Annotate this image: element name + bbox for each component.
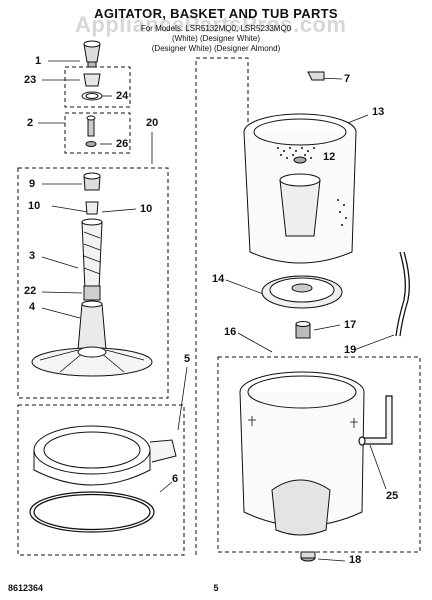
callout-22: 22 [24,285,37,297]
tub-icon [239,371,365,536]
drain-pipe-icon [358,395,393,446]
callout-2: 2 [27,117,34,129]
callout-1: 1 [35,55,42,67]
callout-9: 9 [29,178,36,190]
page-title: AGITATOR, BASKET AND TUB PARTS [94,6,338,21]
callout-17: 17 [344,319,357,331]
callout-19: 19 [344,344,357,356]
callout-18: 18 [349,554,362,566]
callout-24: 24 [116,90,129,102]
callout-10-right: 10 [140,203,153,215]
callout-13: 13 [372,106,385,118]
spline-icon [295,321,311,339]
basket-icon [243,113,357,264]
callout-12: 12 [323,151,336,163]
connector-dashed [195,57,249,555]
callout-23: 23 [24,74,37,86]
callout-16: 16 [224,326,237,338]
model-variants-line: (White) (Designer White) [171,34,260,43]
callout-10-left: 10 [28,200,41,212]
drive-hub-icon [261,275,343,309]
hose-icon [395,251,410,337]
callout-3: 3 [29,250,36,262]
group-box-23-24 [64,66,131,108]
nut-icon [293,156,307,164]
callout-14: 14 [212,273,225,285]
callout-20: 20 [146,117,159,129]
group-box-5 [17,404,185,556]
balance-ring-icon [33,425,177,486]
diagram-code: 8612364 [8,583,44,593]
cam-icon [81,73,103,101]
agitator-cap-icon [83,40,101,68]
clip-icon [307,71,325,81]
group-box-16 [217,356,421,553]
callout-25: 25 [386,490,399,502]
bolt-icon [85,115,97,147]
callout-6: 6 [172,473,179,485]
gasket-icon [29,491,155,533]
group-box-2-26 [64,112,131,154]
callout-7: 7 [344,73,351,85]
agitator-icon [31,172,153,377]
callout-4: 4 [29,301,36,313]
page-number: 5 [213,583,219,593]
bottom-nut-icon [300,551,316,562]
models-line: For Models: LSR5132MQ0, LSR5233MQ0 [140,24,292,33]
group-box-20 [17,167,169,399]
callout-5: 5 [184,353,191,365]
callout-26: 26 [116,138,129,150]
model-colors-line: (Designer White) (Designer Almond) [151,44,281,53]
